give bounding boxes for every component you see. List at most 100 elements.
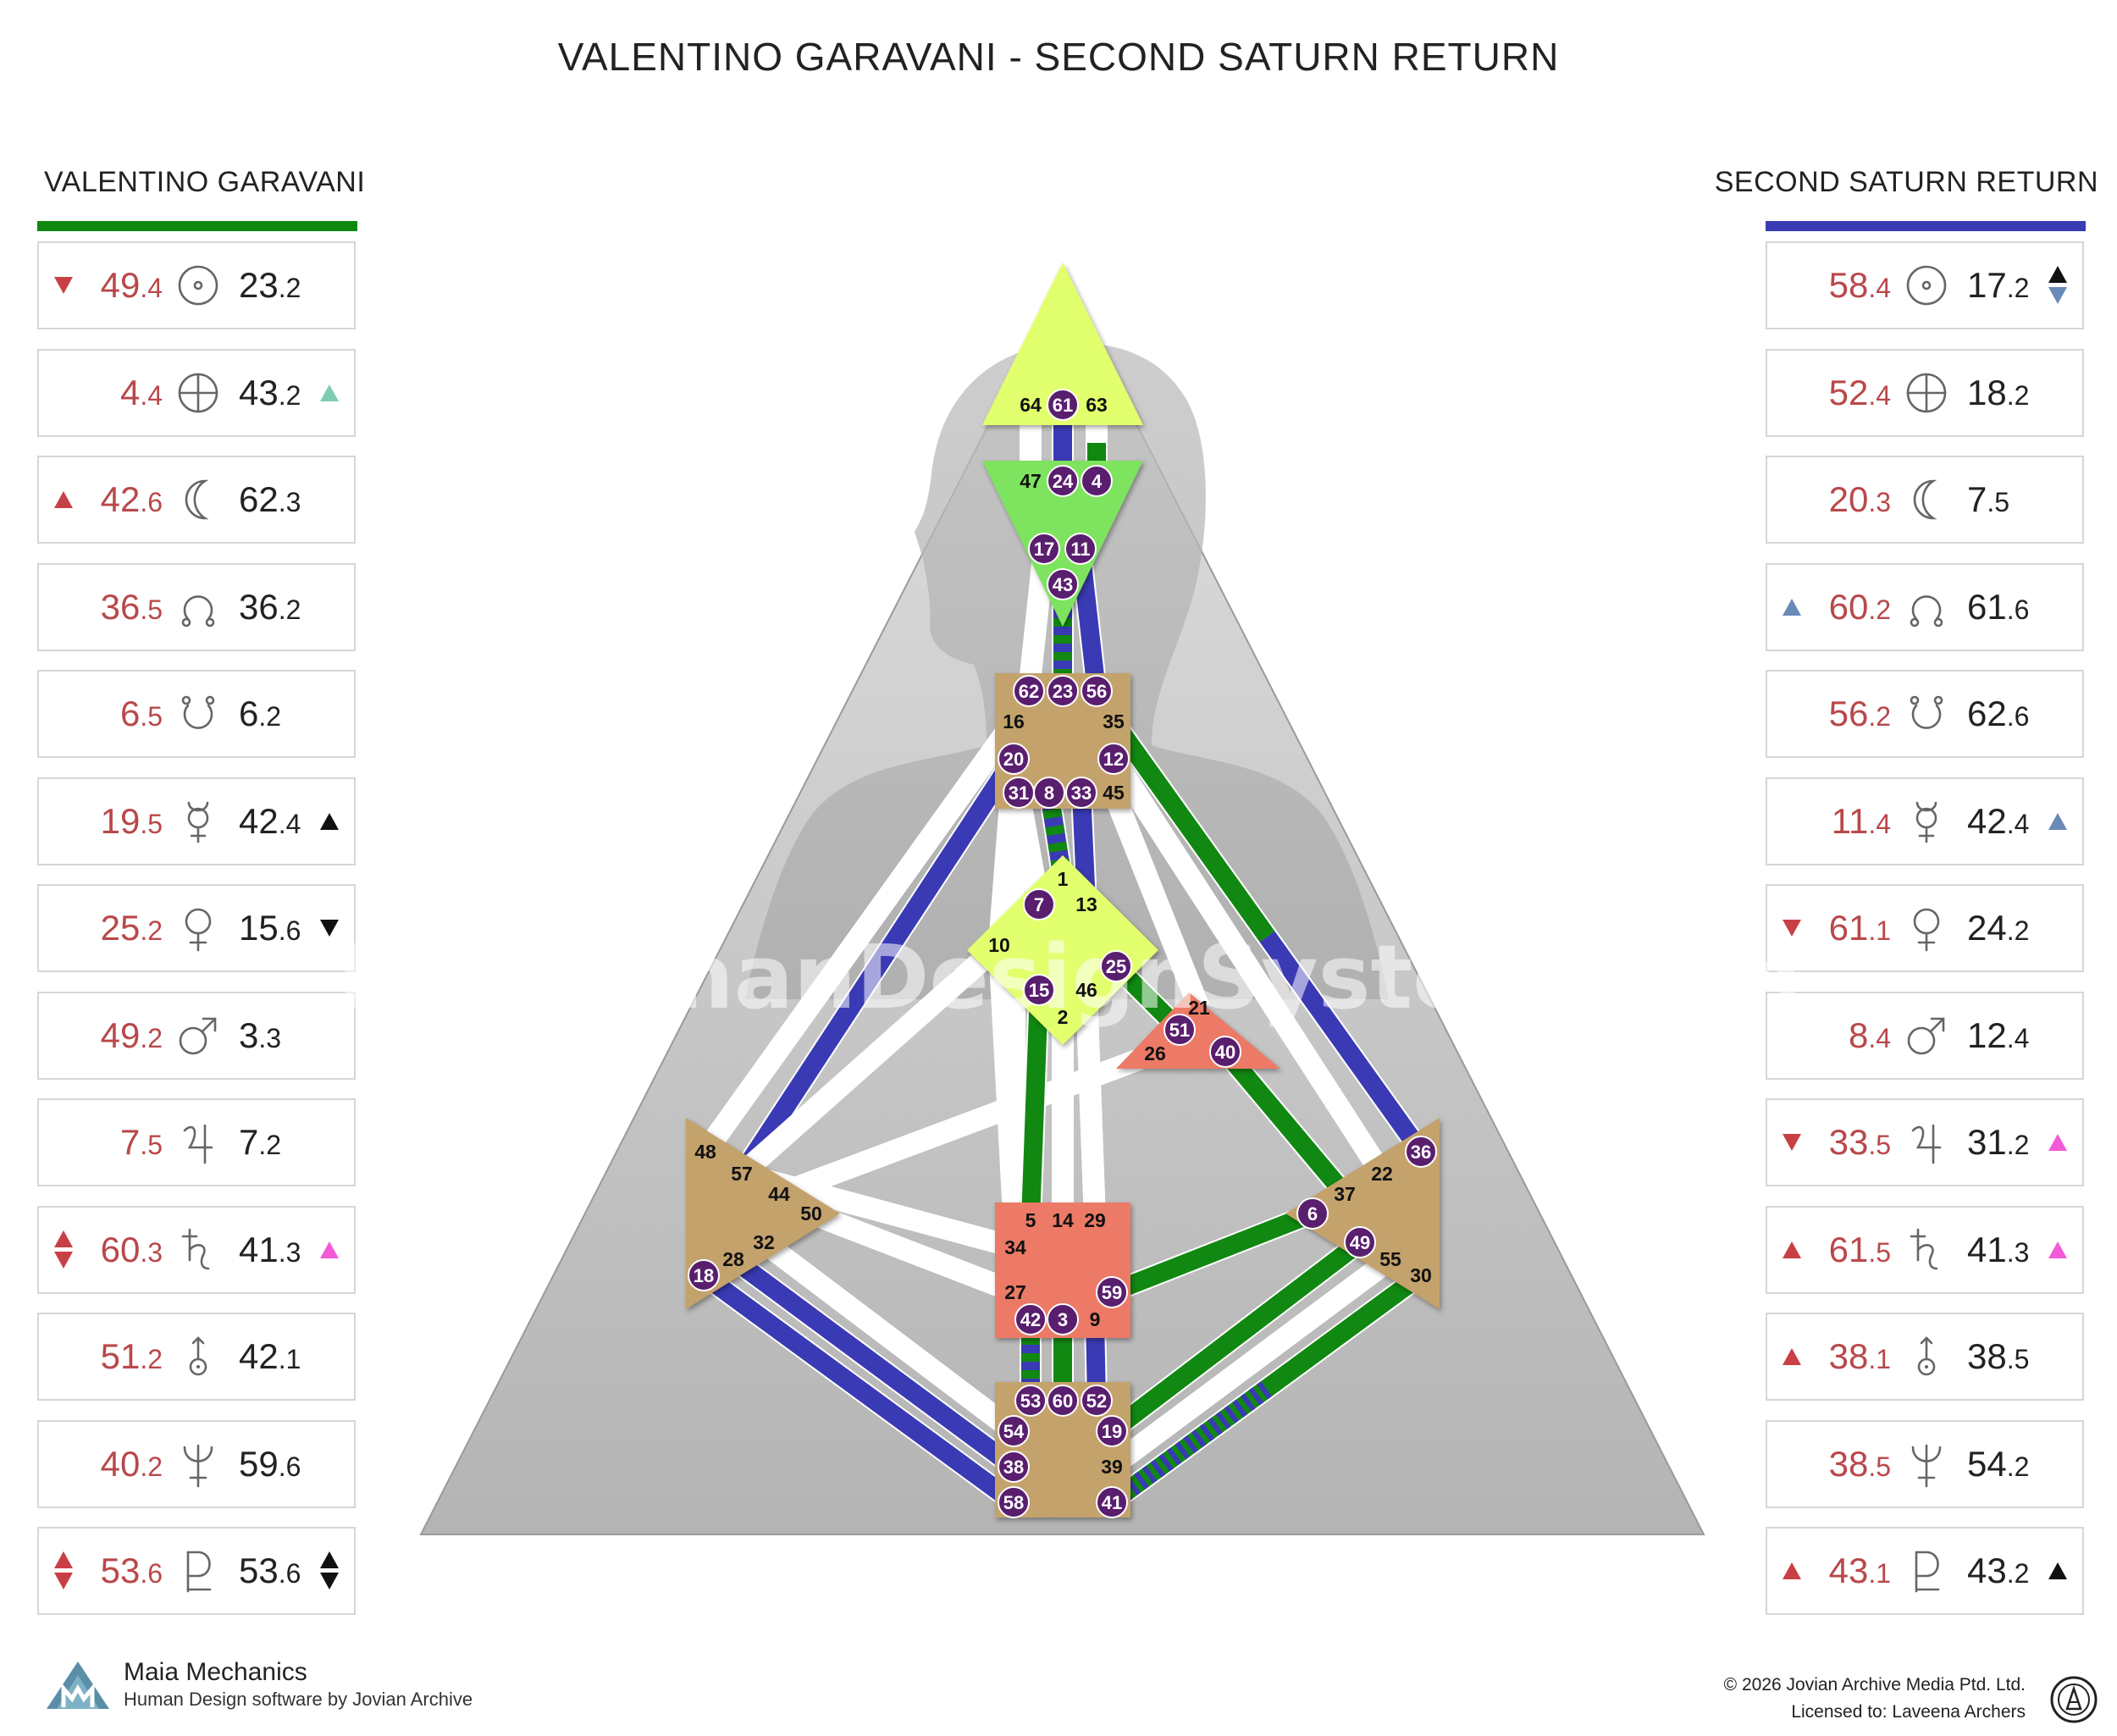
- personality-gate-value: 53.6: [239, 1551, 301, 1591]
- gate-43: 43: [1047, 568, 1079, 600]
- gate-25: 25: [1100, 950, 1132, 982]
- channel-36-35: [1104, 715, 1430, 1158]
- design-gate: 25: [100, 908, 141, 948]
- personality-gate: 61: [1967, 586, 2007, 627]
- moon-icon: [1903, 476, 1950, 523]
- planet-row-neptune: 38.5 54.2: [1766, 1419, 2084, 1508]
- personality-gate: 6: [239, 694, 259, 733]
- personality-gate-value: 54.2: [1967, 1444, 2029, 1484]
- channel-18-58: [697, 1266, 1020, 1512]
- gate-28: 28: [722, 1248, 744, 1270]
- svg-text:64: 64: [1020, 394, 1042, 416]
- planet-row-north-node: 36.5 36.2: [37, 562, 356, 651]
- svg-text:34: 34: [1004, 1236, 1026, 1258]
- gate-32: 32: [753, 1231, 775, 1253]
- design-gate: 36: [100, 586, 141, 627]
- gate-48: 48: [694, 1141, 716, 1163]
- design-direction-mark: [51, 1229, 76, 1271]
- design-gate-value: 61.1: [1829, 908, 1891, 948]
- transit-column-heading: SECOND SATURN RETURN: [1714, 166, 2098, 198]
- svg-text:57: 57: [731, 1163, 753, 1185]
- copyright-text: © 2026 Jovian Archive Media Ptd. Ltd.: [1723, 1675, 2026, 1695]
- svg-text:55: 55: [1379, 1248, 1401, 1270]
- planet-row-south-node: 56.2 62.6: [1766, 670, 2084, 758]
- personality-gate: 12: [1967, 1015, 2007, 1055]
- personality-line: .6: [2006, 701, 2030, 732]
- design-line: .6: [140, 1558, 163, 1589]
- design-line: .4: [1868, 273, 1891, 303]
- design-gate-value: 11.4: [1832, 801, 1891, 842]
- personality-gate: 62: [1967, 694, 2007, 733]
- gate-7: 7: [1023, 888, 1055, 921]
- channel-10-34: [988, 944, 1026, 1248]
- design-line: .3: [1868, 487, 1891, 517]
- personality-direction-mark: [2045, 1121, 2070, 1164]
- design-direction-mark: [51, 1550, 76, 1592]
- channel-20-57: [732, 752, 1023, 1180]
- channel-30-41: [1105, 1266, 1428, 1512]
- svg-text:49: 49: [1350, 1232, 1370, 1253]
- personality-gate-value: 41.3: [239, 1230, 301, 1270]
- personality-line: .2: [258, 1130, 282, 1160]
- channel-32-54: [757, 1233, 1020, 1440]
- svg-text:11: 11: [1070, 539, 1090, 560]
- design-line: .4: [140, 379, 163, 411]
- design-gate: 38: [1828, 1443, 1869, 1484]
- svg-text:12: 12: [1103, 749, 1124, 770]
- personality-gate: 18: [1967, 372, 2007, 412]
- gate-5: 5: [1025, 1209, 1036, 1231]
- svg-text:33: 33: [1071, 782, 1092, 804]
- design-gate-value: 49.4: [101, 265, 163, 306]
- personality-gate-value: 7.5: [1967, 479, 2009, 520]
- personality-gate: 36: [239, 586, 279, 627]
- svg-text:56: 56: [1086, 681, 1107, 702]
- design-gate: 7: [119, 1122, 141, 1162]
- design-direction-mark: [51, 478, 76, 521]
- personality-gate: 38: [1967, 1336, 2007, 1376]
- channel-22-12: [1104, 752, 1391, 1180]
- gate-12: 12: [1097, 743, 1130, 775]
- gate-46: 46: [1075, 979, 1097, 1001]
- uranus-icon: [1903, 1333, 1950, 1380]
- gate-56: 56: [1081, 675, 1113, 707]
- design-line: .5: [1868, 1451, 1891, 1482]
- planet-row-mercury: 11.4 42.4: [1766, 777, 2084, 865]
- design-gate-value: 6.5: [120, 694, 163, 734]
- design-gate: 49: [100, 1015, 141, 1055]
- gate-27: 27: [1004, 1281, 1026, 1303]
- personality-gate-value: 36.2: [239, 587, 301, 628]
- personality-gate-value: 42.1: [239, 1336, 301, 1377]
- planet-row-sun: 58.4 17.2: [1766, 241, 2084, 329]
- design-line: .2: [1868, 701, 1891, 732]
- svg-text:29: 29: [1084, 1209, 1106, 1231]
- design-gate: 20: [1828, 479, 1869, 519]
- personality-gate-value: 43.2: [239, 373, 301, 413]
- design-gate-value: 19.5: [101, 801, 163, 842]
- personality-direction-mark: [2045, 1229, 2070, 1271]
- head-center: [982, 263, 1143, 425]
- gate-55: 55: [1379, 1248, 1401, 1270]
- personality-direction-mark: [317, 907, 342, 949]
- svg-text:50: 50: [800, 1202, 822, 1225]
- design-gate-value: 42.6: [101, 479, 163, 520]
- design-line: .5: [140, 701, 163, 732]
- personality-line: .6: [278, 915, 301, 946]
- design-line: .2: [1868, 594, 1891, 625]
- svg-text:7: 7: [1034, 894, 1044, 915]
- design-gate: 40: [100, 1443, 141, 1484]
- license-text: Licensed to: Laveena Archers: [1791, 1702, 2026, 1722]
- design-gate: 43: [1828, 1551, 1869, 1590]
- personality-direction-mark: [317, 1550, 342, 1592]
- gate-42: 42: [1014, 1303, 1047, 1335]
- svg-text:18: 18: [694, 1265, 714, 1286]
- design-gate: 61: [1828, 908, 1869, 948]
- gate-20: 20: [998, 743, 1030, 775]
- design-gate-value: 61.5: [1829, 1230, 1891, 1270]
- personality-direction-mark: [317, 800, 342, 843]
- design-gate: 61: [1828, 1229, 1869, 1269]
- personality-gate: 23: [239, 265, 279, 305]
- design-direction-mark: [1779, 586, 1805, 628]
- mercury-icon: [1903, 798, 1950, 845]
- gate-37: 37: [1334, 1183, 1356, 1205]
- gate-53: 53: [1014, 1385, 1047, 1417]
